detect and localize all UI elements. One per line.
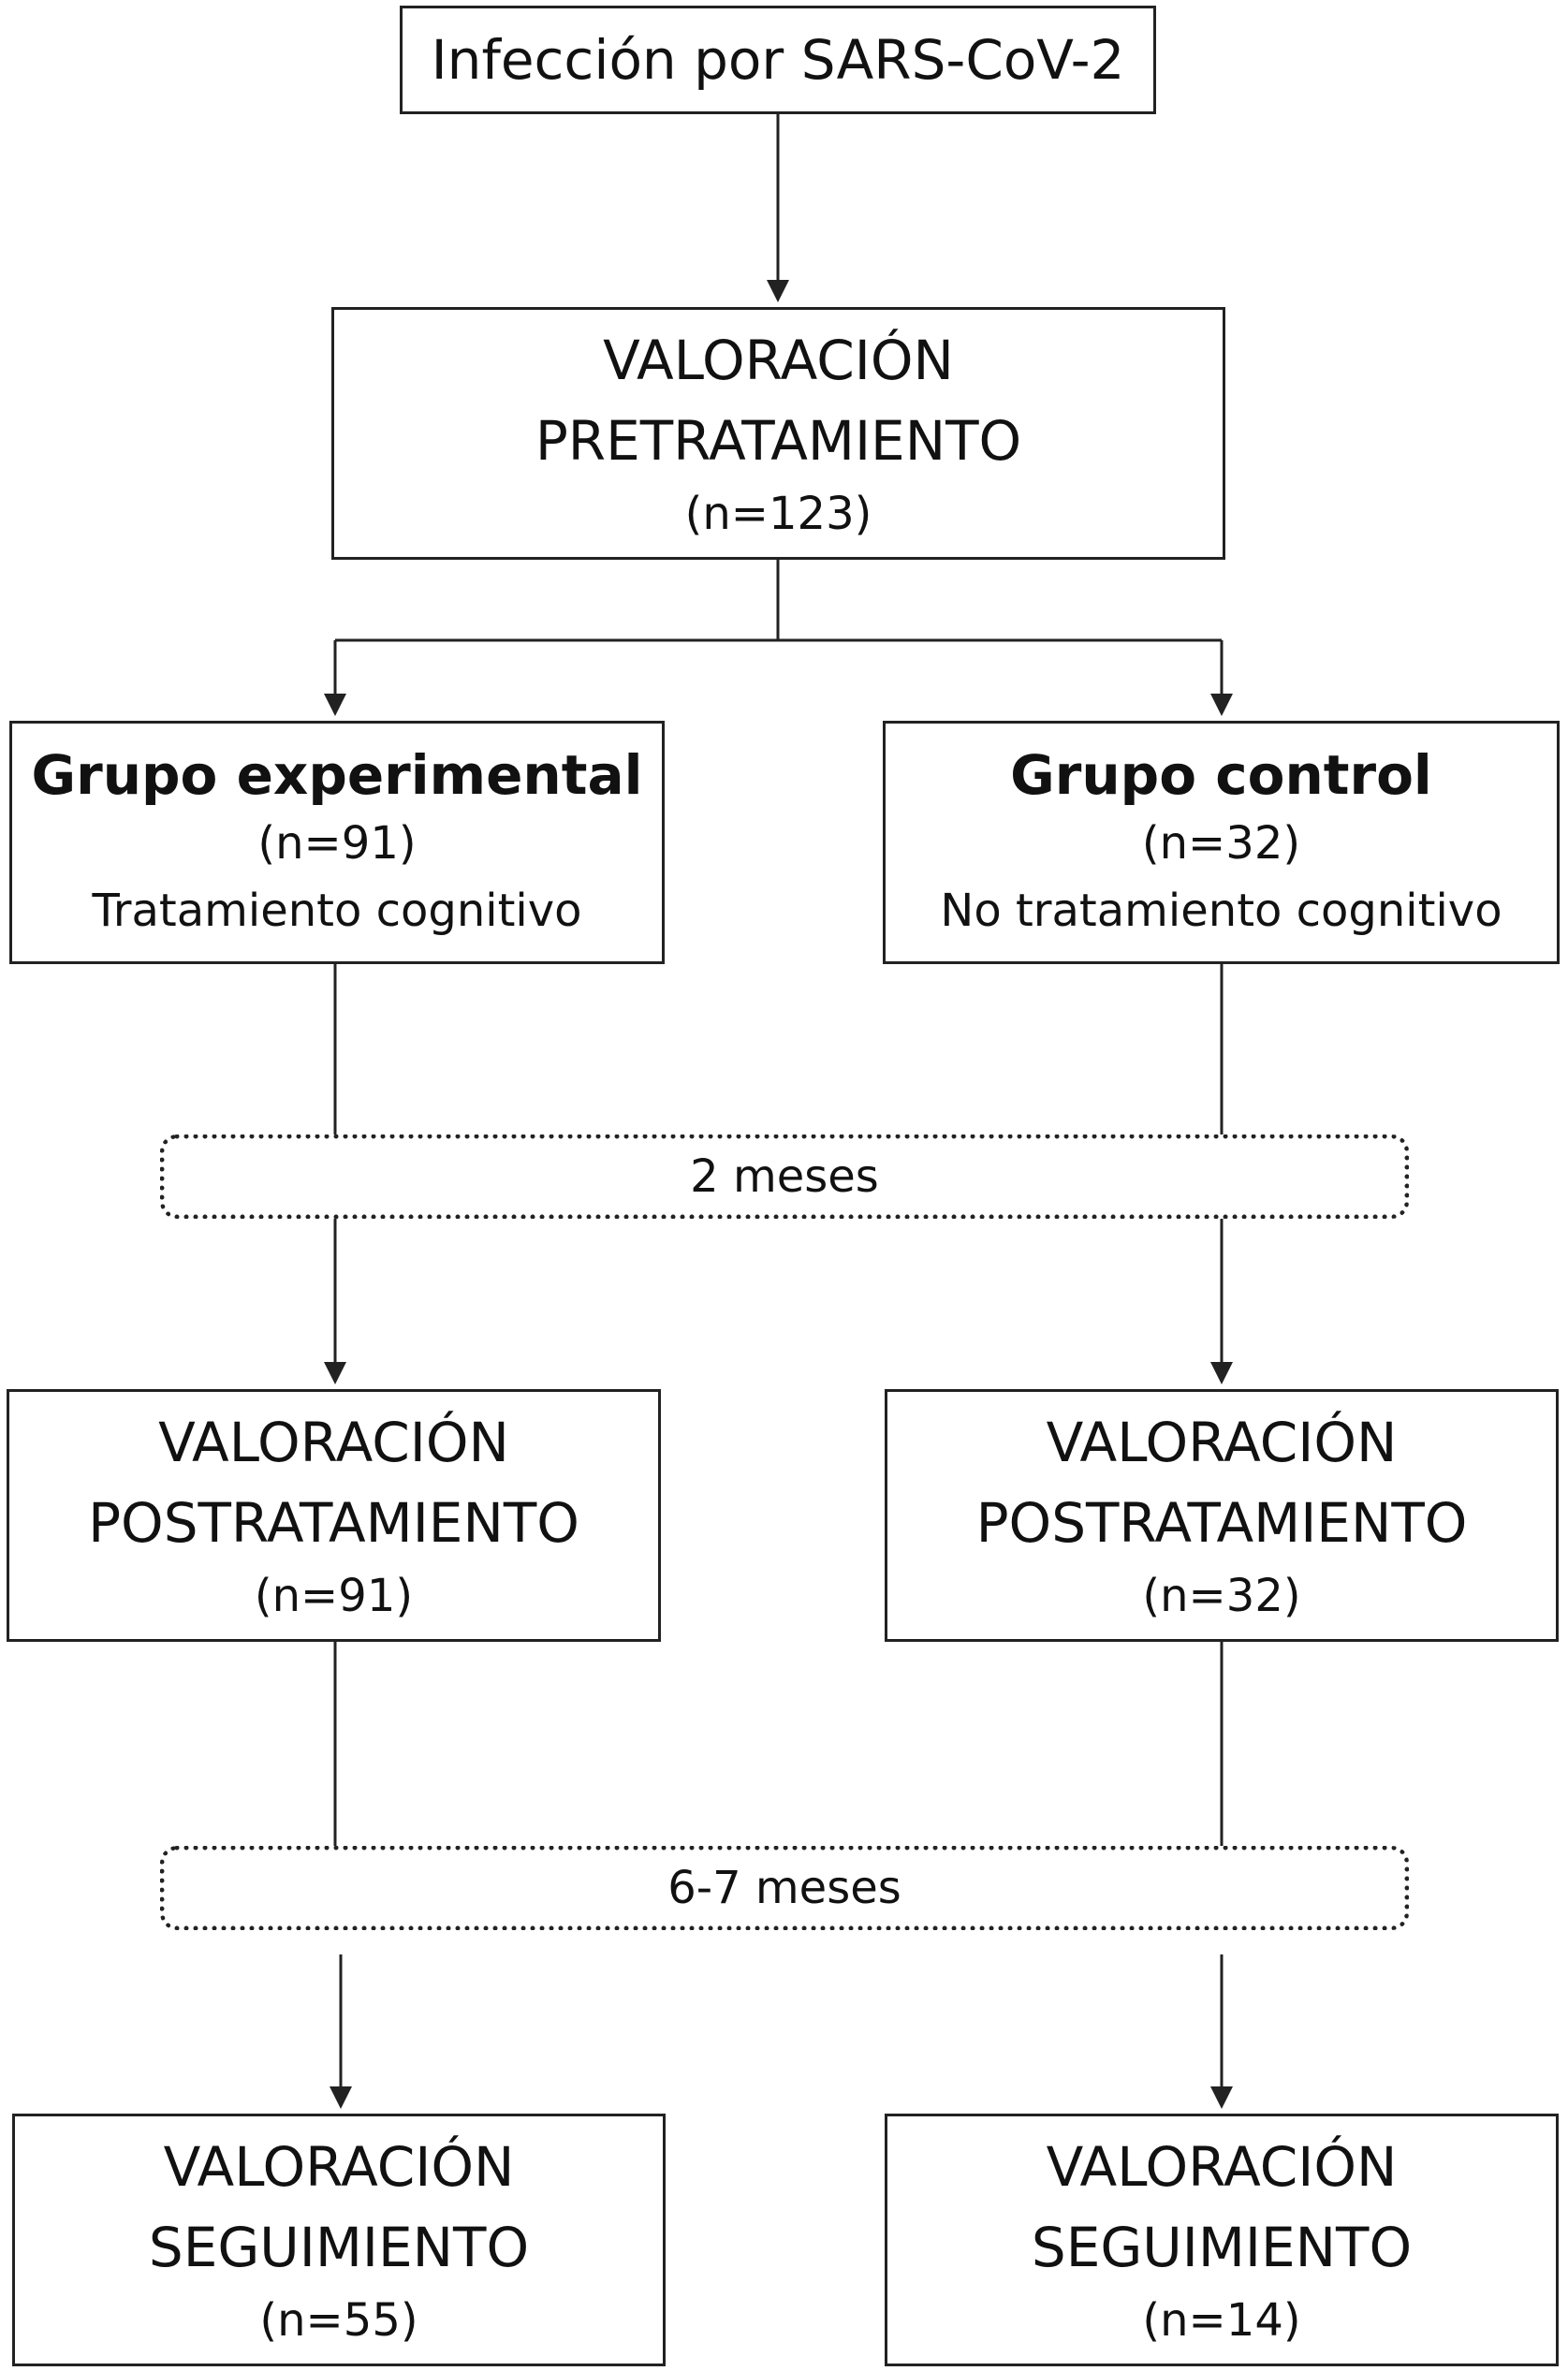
pretreatment-count: (n=123) [684,488,872,540]
post-control-line2: POSTRATAMIENTO [975,1491,1468,1555]
experimental-group-count: (n=91) [257,817,417,870]
interval-2-months-label: 2 meses [690,1150,879,1203]
interval-6-7-months: 6-7 meses [160,1846,1409,1930]
pretreatment-box: VALORACIÓN PRETRATAMIENTO (n=123) [331,307,1225,560]
infection-box: Infección por SARS-CoV-2 [400,6,1156,114]
post-experimental-line1: VALORACIÓN [158,1411,509,1474]
pretreatment-line1: VALORACIÓN [603,329,954,392]
follow-experimental-count: (n=55) [259,2294,418,2347]
post-control-box: VALORACIÓN POSTRATAMIENTO (n=32) [885,1389,1559,1642]
control-group-count: (n=32) [1141,817,1301,870]
control-group-title: Grupo control [1010,743,1432,807]
post-experimental-box: VALORACIÓN POSTRATAMIENTO (n=91) [7,1389,661,1642]
follow-control-box: VALORACIÓN SEGUIMIENTO (n=14) [885,2114,1559,2366]
post-control-line1: VALORACIÓN [1046,1411,1398,1474]
post-experimental-line2: POSTRATAMIENTO [88,1491,579,1555]
interval-2-months: 2 meses [160,1134,1409,1219]
follow-control-line2: SEGUIMIENTO [1031,2216,1413,2279]
experimental-group-box: Grupo experimental (n=91) Tratamiento co… [9,721,665,964]
control-group-description: No tratamiento cognitivo [940,885,1502,937]
experimental-group-description: Tratamiento cognitivo [92,885,582,937]
control-group-box: Grupo control (n=32) No tratamiento cogn… [883,721,1560,964]
follow-experimental-line1: VALORACIÓN [163,2135,515,2199]
pretreatment-line2: PRETRATAMIENTO [535,409,1022,473]
experimental-group-title: Grupo experimental [31,743,643,807]
follow-control-count: (n=14) [1142,2294,1301,2347]
follow-experimental-line2: SEGUIMIENTO [148,2216,530,2279]
infection-label: Infección por SARS-CoV-2 [431,28,1125,92]
post-experimental-count: (n=91) [254,1570,414,1622]
post-control-count: (n=32) [1142,1570,1301,1622]
interval-6-7-months-label: 6-7 meses [667,1862,901,1914]
follow-experimental-box: VALORACIÓN SEGUIMIENTO (n=55) [12,2114,666,2366]
follow-control-line1: VALORACIÓN [1046,2135,1398,2199]
